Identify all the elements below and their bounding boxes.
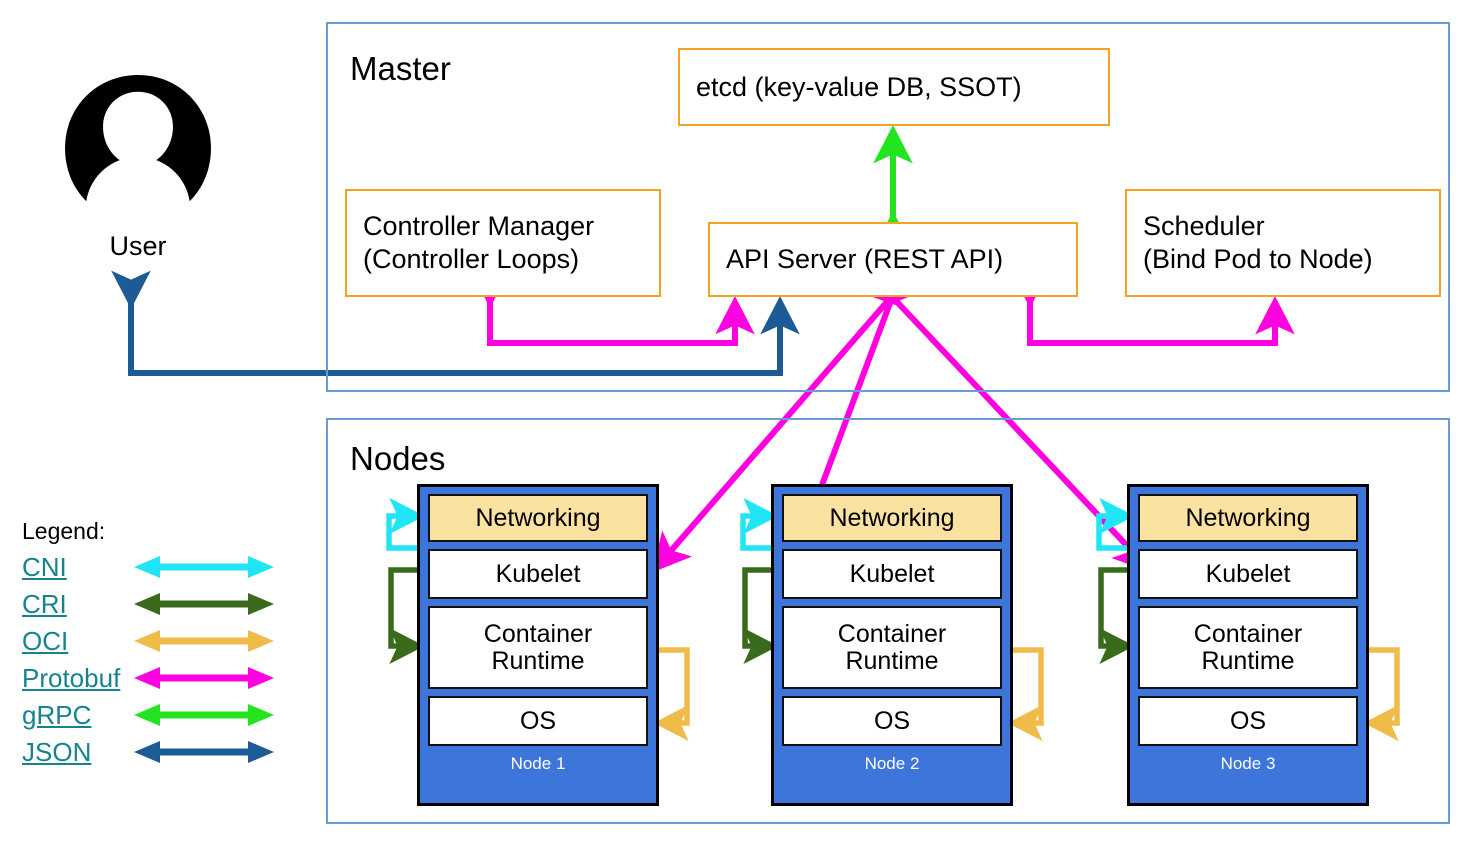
component-api-server-label: API Server (REST API) — [726, 244, 1004, 275]
node-name-label: Node 1 — [510, 754, 566, 773]
node-layer-os[interactable]: OS — [1138, 696, 1358, 746]
user-label: User — [109, 231, 167, 261]
legend-label-cni[interactable]: CNI — [22, 552, 67, 582]
legend-arrow-cri — [134, 593, 274, 615]
node-layer-container-runtime[interactable]: Container Runtime — [1138, 606, 1358, 689]
nodes-group — [326, 418, 1450, 824]
legend-label-protobuf[interactable]: Protobuf — [22, 663, 121, 693]
node-layer-os[interactable]: OS — [782, 696, 1002, 746]
node-name-label: Node 2 — [864, 754, 920, 773]
legend-label-cri[interactable]: CRI — [22, 589, 67, 619]
user-avatar-icon — [65, 75, 211, 202]
legend-arrow-json — [134, 741, 274, 763]
legend-arrow-oci — [134, 630, 274, 652]
node-card[interactable]: Networking Kubelet Container Runtime OS … — [1127, 484, 1369, 806]
node-layer-container-runtime[interactable]: Container Runtime — [782, 606, 1002, 689]
legend-arrow-cni — [134, 556, 274, 578]
node-layer-os[interactable]: OS — [428, 696, 648, 746]
master-group — [326, 22, 1450, 392]
component-api-server[interactable]: API Server (REST API) — [708, 222, 1078, 297]
node-layer-networking[interactable]: Networking — [1138, 494, 1358, 542]
legend-arrow-protobuf — [134, 667, 274, 689]
component-scheduler-label: Scheduler (Bind Pod to Node) — [1143, 211, 1373, 274]
legend-row-grpc[interactable]: gRPC — [22, 700, 282, 730]
node-layer-networking[interactable]: Networking — [782, 494, 1002, 542]
node-layer-networking[interactable]: Networking — [428, 494, 648, 542]
node-layer-kubelet[interactable]: Kubelet — [428, 549, 648, 599]
node-name-label: Node 3 — [1220, 754, 1276, 773]
component-scheduler[interactable]: Scheduler (Bind Pod to Node) — [1125, 189, 1441, 297]
component-controller-manager[interactable]: Controller Manager (Controller Loops) — [345, 189, 661, 297]
node-card[interactable]: Networking Kubelet Container Runtime OS … — [417, 484, 659, 806]
master-group-title: Master — [350, 50, 451, 87]
legend-row-protobuf[interactable]: Protobuf — [22, 663, 282, 693]
legend-row-json[interactable]: JSON — [22, 737, 282, 767]
component-etcd[interactable]: etcd (key-value DB, SSOT) — [678, 48, 1110, 126]
legend-row-cni[interactable]: CNI — [22, 552, 282, 582]
legend-label-json[interactable]: JSON — [22, 737, 92, 767]
user-figure: User — [62, 72, 214, 262]
node-layer-kubelet[interactable]: Kubelet — [1138, 549, 1358, 599]
nodes-group-title: Nodes — [350, 440, 446, 477]
legend-label-oci[interactable]: OCI — [22, 626, 69, 656]
node-layer-container-runtime[interactable]: Container Runtime — [428, 606, 648, 689]
legend-row-oci[interactable]: OCI — [22, 626, 282, 656]
component-controller-manager-label: Controller Manager (Controller Loops) — [363, 211, 595, 274]
legend: Legend: CNI CRI OCI — [22, 518, 292, 767]
node-card[interactable]: Networking Kubelet Container Runtime OS … — [771, 484, 1013, 806]
node-layer-kubelet[interactable]: Kubelet — [782, 549, 1002, 599]
legend-row-cri[interactable]: CRI — [22, 589, 282, 619]
legend-arrow-grpc — [134, 704, 274, 726]
component-etcd-label: etcd (key-value DB, SSOT) — [696, 71, 1022, 102]
legend-label-grpc[interactable]: gRPC — [22, 700, 92, 730]
legend-title: Legend: — [22, 518, 106, 544]
